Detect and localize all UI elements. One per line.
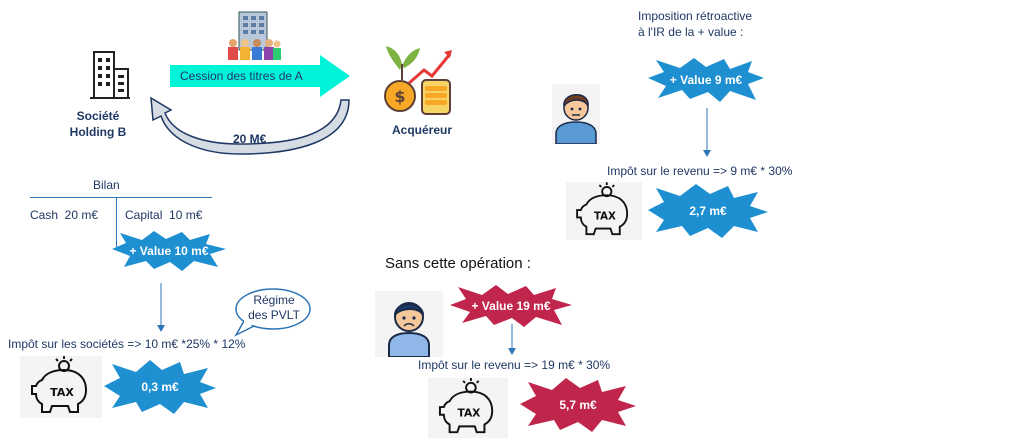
result-03-burst: 0,3 m€ — [104, 360, 216, 414]
bilan-left: Cash 20 m€ — [30, 208, 99, 222]
value-19-label: + Value 19 m€ — [471, 299, 551, 313]
result-57-burst: 5,7 m€ — [520, 378, 636, 432]
without-line: Impôt sur le revenu => 19 m€ * 30% — [418, 358, 611, 372]
tax-text-1: TAX — [50, 386, 74, 399]
regime-label: Régime des PVLT — [248, 293, 300, 322]
price-label: 20 M€ — [233, 132, 267, 146]
bilan-divider — [116, 197, 117, 247]
cession-label: Cession des titres de A — [180, 69, 303, 83]
piggy-bank-tax-icon: TAX — [20, 356, 102, 418]
is-arrow — [156, 283, 166, 333]
return-arrow — [145, 96, 355, 156]
result-27-burst: 2,7 m€ — [648, 184, 768, 238]
holding-building-icon — [88, 49, 132, 101]
bilan-title: Bilan — [93, 178, 120, 192]
value-9-burst: + Value 9 m€ — [648, 58, 764, 102]
bilan-top-rule — [30, 197, 212, 198]
ir-title: Imposition rétroactive à l'IR de la + va… — [638, 9, 753, 39]
acquirer-label: Acquéreur — [392, 123, 453, 137]
without-title: Sans cette opération : — [385, 255, 531, 272]
value-9-label: + Value 9 m€ — [669, 73, 743, 87]
holding-label: Société Holding B — [69, 109, 127, 139]
result-03-label: 0,3 m€ — [141, 380, 179, 394]
value-10-burst: + Value 10 m€ — [112, 231, 226, 271]
tax-text-3: TAX — [594, 211, 616, 222]
is-line: Impôt sur les sociétés => 10 m€ *25% * 1… — [8, 337, 246, 351]
piggy-bank-tax-icon-3: TAX — [566, 182, 642, 240]
result-57-label: 5,7 m€ — [559, 398, 597, 412]
sad-man-icon — [375, 291, 443, 358]
piggy-bank-tax-icon-2: TAX — [428, 378, 508, 438]
value-19-burst: + Value 19 m€ — [450, 285, 572, 327]
coins-growth-icon: $ — [380, 40, 456, 116]
cession-arrow — [170, 55, 350, 97]
tax-text-2: TAX — [458, 407, 481, 420]
result-27-label: 2,7 m€ — [689, 204, 727, 218]
bilan-right: Capital 10 m€ — [125, 208, 203, 222]
svg-text:$: $ — [394, 87, 405, 106]
ir-arrow — [702, 108, 712, 158]
man-icon — [552, 84, 600, 145]
regime-bubble — [228, 285, 312, 339]
value-10-label: + Value 10 m€ — [129, 244, 209, 258]
ir-line: Impôt sur le revenu => 9 m€ * 30% — [607, 164, 793, 178]
office-tower-icon — [225, 11, 281, 61]
without-arrow — [507, 324, 517, 356]
